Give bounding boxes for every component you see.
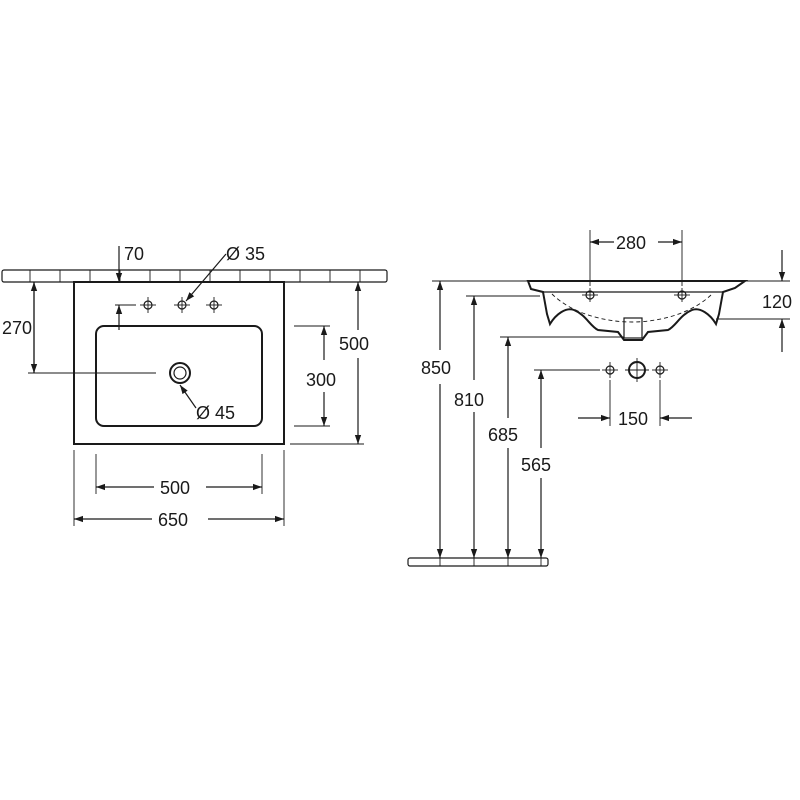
floor-strip: [407, 557, 549, 567]
dim-drain: Ø 45: [179, 384, 235, 423]
dim-drain-height-label: 685: [488, 425, 518, 445]
supply-pipes: [602, 358, 668, 382]
dim-total-depth-label: 500: [339, 334, 369, 354]
dim-bowl-depth: 300: [294, 325, 336, 427]
dim-top-height: 850: [421, 280, 528, 558]
dim-tap-spacing-label: 280: [616, 233, 646, 253]
dim-total-width-label: 650: [158, 510, 188, 530]
dim-underside-height: 810: [454, 295, 540, 558]
dim-bowl-width-label: 500: [160, 478, 190, 498]
dim-top-height-label: 850: [421, 358, 451, 378]
basin-section: [526, 280, 749, 341]
dim-tap-offset: 70: [115, 244, 144, 330]
dim-tap-spacing: 280: [589, 230, 683, 286]
dim-underside-height-label: 810: [454, 390, 484, 410]
dim-drain-height: 685: [488, 336, 624, 558]
dim-drain-label: Ø 45: [196, 403, 235, 423]
dim-total-depth: 500: [290, 282, 369, 445]
drain: [169, 362, 191, 384]
dim-basin-height-label: 120: [762, 292, 792, 312]
dim-supply-spacing-label: 150: [618, 409, 648, 429]
bowl-outline: [95, 325, 263, 427]
wall-strip-top-view: [1, 269, 388, 283]
dim-basin-height: 120: [716, 250, 792, 352]
tap-holes: [140, 297, 222, 313]
dim-tap-hole: Ø 35: [185, 244, 265, 302]
dim-front-to-drain-label: 270: [2, 318, 32, 338]
dim-supply-height-label: 565: [521, 455, 551, 475]
dim-tap-hole-label: Ø 35: [226, 244, 265, 264]
dim-total-width: 650: [73, 450, 285, 530]
side-view: 280 120 850 810 685: [407, 230, 792, 567]
top-view: 70 Ø 35 270 Ø 45 300: [1, 244, 388, 530]
basin-outline: [73, 281, 285, 445]
dim-bowl-depth-label: 300: [306, 370, 336, 390]
dim-front-to-drain: 270: [2, 282, 156, 374]
dim-supply-spacing: 150: [578, 380, 692, 429]
dim-tap-offset-label: 70: [124, 244, 144, 264]
dim-bowl-width: 500: [95, 454, 263, 498]
dim-supply-height: 565: [521, 369, 600, 558]
